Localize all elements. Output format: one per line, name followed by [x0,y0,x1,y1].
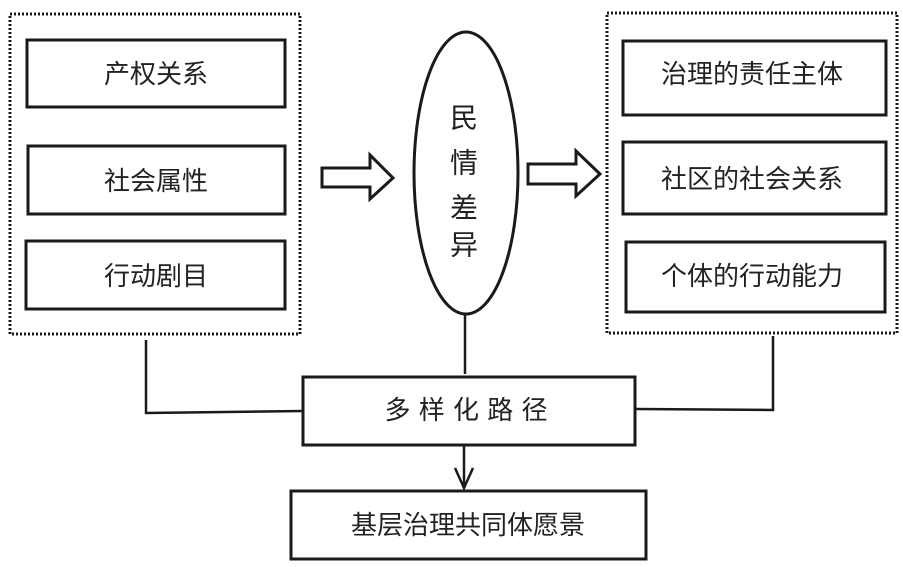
center-char-4: 异 [450,229,478,262]
left-group-frame [8,12,302,336]
center-char-2: 情 [450,147,478,180]
hollow-arrow-right-icon [320,151,396,203]
left-item-3: 行动剧目 [24,239,287,311]
left-item-3-label: 行动剧目 [104,262,208,292]
right-item-3-label: 个体的行动能力 [661,262,843,292]
right-item-2: 社区的社会关系 [621,140,888,216]
right-item-2-label: 社区的社会关系 [661,165,843,195]
goal-box-label: 基层治理共同体愿景 [351,511,585,541]
path-box: 多 样 化 路 径 [301,375,637,447]
right-item-1: 治理的责任主体 [621,39,888,117]
left-item-1-label: 产权关系 [104,60,208,90]
goal-box: 基层治理共同体愿景 [289,489,648,561]
center-char-3: 差 [450,192,478,225]
hollow-arrow-right-icon [526,147,603,200]
left-item-2-label: 社会属性 [104,167,208,197]
right-group-frame [605,11,899,335]
arrow-down-icon [453,467,475,492]
left-item-2: 社会属性 [26,144,287,216]
right-connector [635,336,775,412]
center-char-1: 民 [450,102,478,135]
left-item-1: 产权关系 [25,38,287,109]
path-box-label: 多 样 化 路 径 [384,396,547,426]
left-connector [144,340,303,415]
right-item-3: 个体的行动能力 [624,240,887,314]
right-item-1-label: 治理的责任主体 [661,60,843,90]
